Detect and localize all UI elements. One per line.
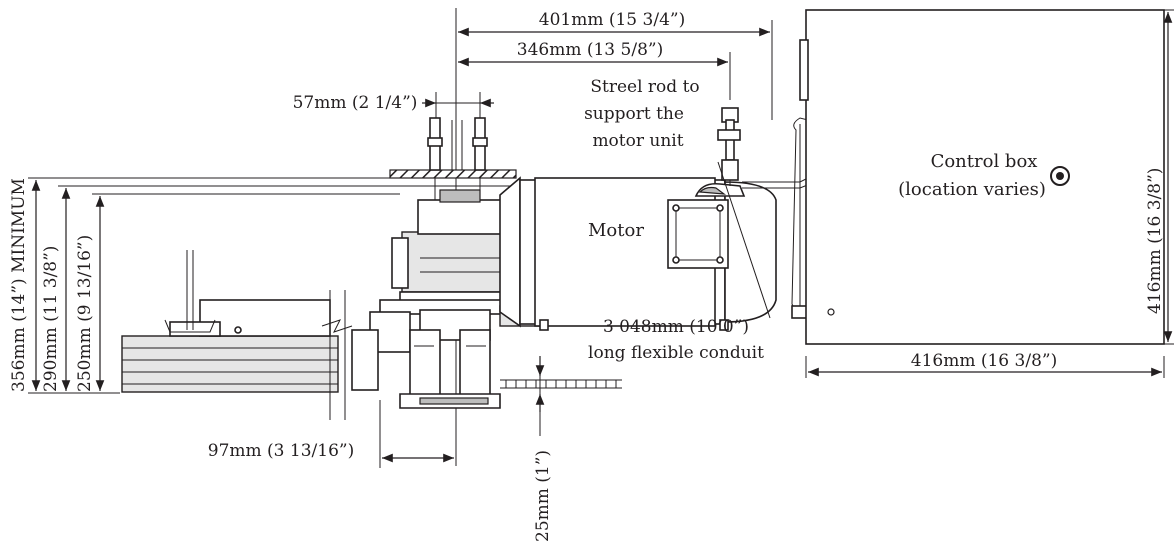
dim-box-height-label: 416mm (16 3/8”)	[1145, 168, 1165, 314]
dim-401-label: 401mm (15 3/4”)	[539, 10, 685, 30]
dim-57-label: 57mm (2 1/4”)	[293, 93, 418, 113]
conduit-label-line2: long flexible conduit	[588, 343, 764, 363]
dimension-lines	[28, 8, 1174, 468]
dim-346-label: 346mm (13 5/8”)	[517, 40, 663, 60]
motor: Motor	[499, 176, 777, 331]
control-box-label-line1: Control box	[931, 151, 1038, 172]
dim-250-label: 250mm (9 13/16”)	[75, 235, 95, 392]
control-box: Control box (location varies)	[799, 9, 1165, 345]
rod-label-line3: motor unit	[592, 131, 683, 151]
dim-290-label: 290mm (11 3/8”)	[41, 246, 61, 392]
dim-356-label: 356mm (14”) MINIMUM	[9, 178, 29, 392]
rod-label-line2: support the	[584, 104, 684, 124]
dim-box-width-label: 416mm (16 3/8”)	[911, 351, 1057, 371]
dim-25-label: 25mm (1”)	[533, 450, 553, 542]
conduit-label-line1: 3 048mm (10’0”)	[603, 317, 749, 337]
dimension-labels: 401mm (15 3/4”) 346mm (13 5/8”) 57mm (2 …	[9, 10, 1165, 542]
track-assembly	[121, 250, 622, 420]
dim-97-label: 97mm (3 13/16”)	[208, 441, 354, 461]
callout-labels: Streel rod to support the motor unit 3 0…	[584, 77, 764, 363]
motor-label: Motor	[588, 220, 644, 241]
steel-rod	[717, 107, 741, 186]
control-box-label-line2: (location varies)	[898, 179, 1046, 200]
rod-label-line1: Streel rod to	[590, 77, 699, 97]
